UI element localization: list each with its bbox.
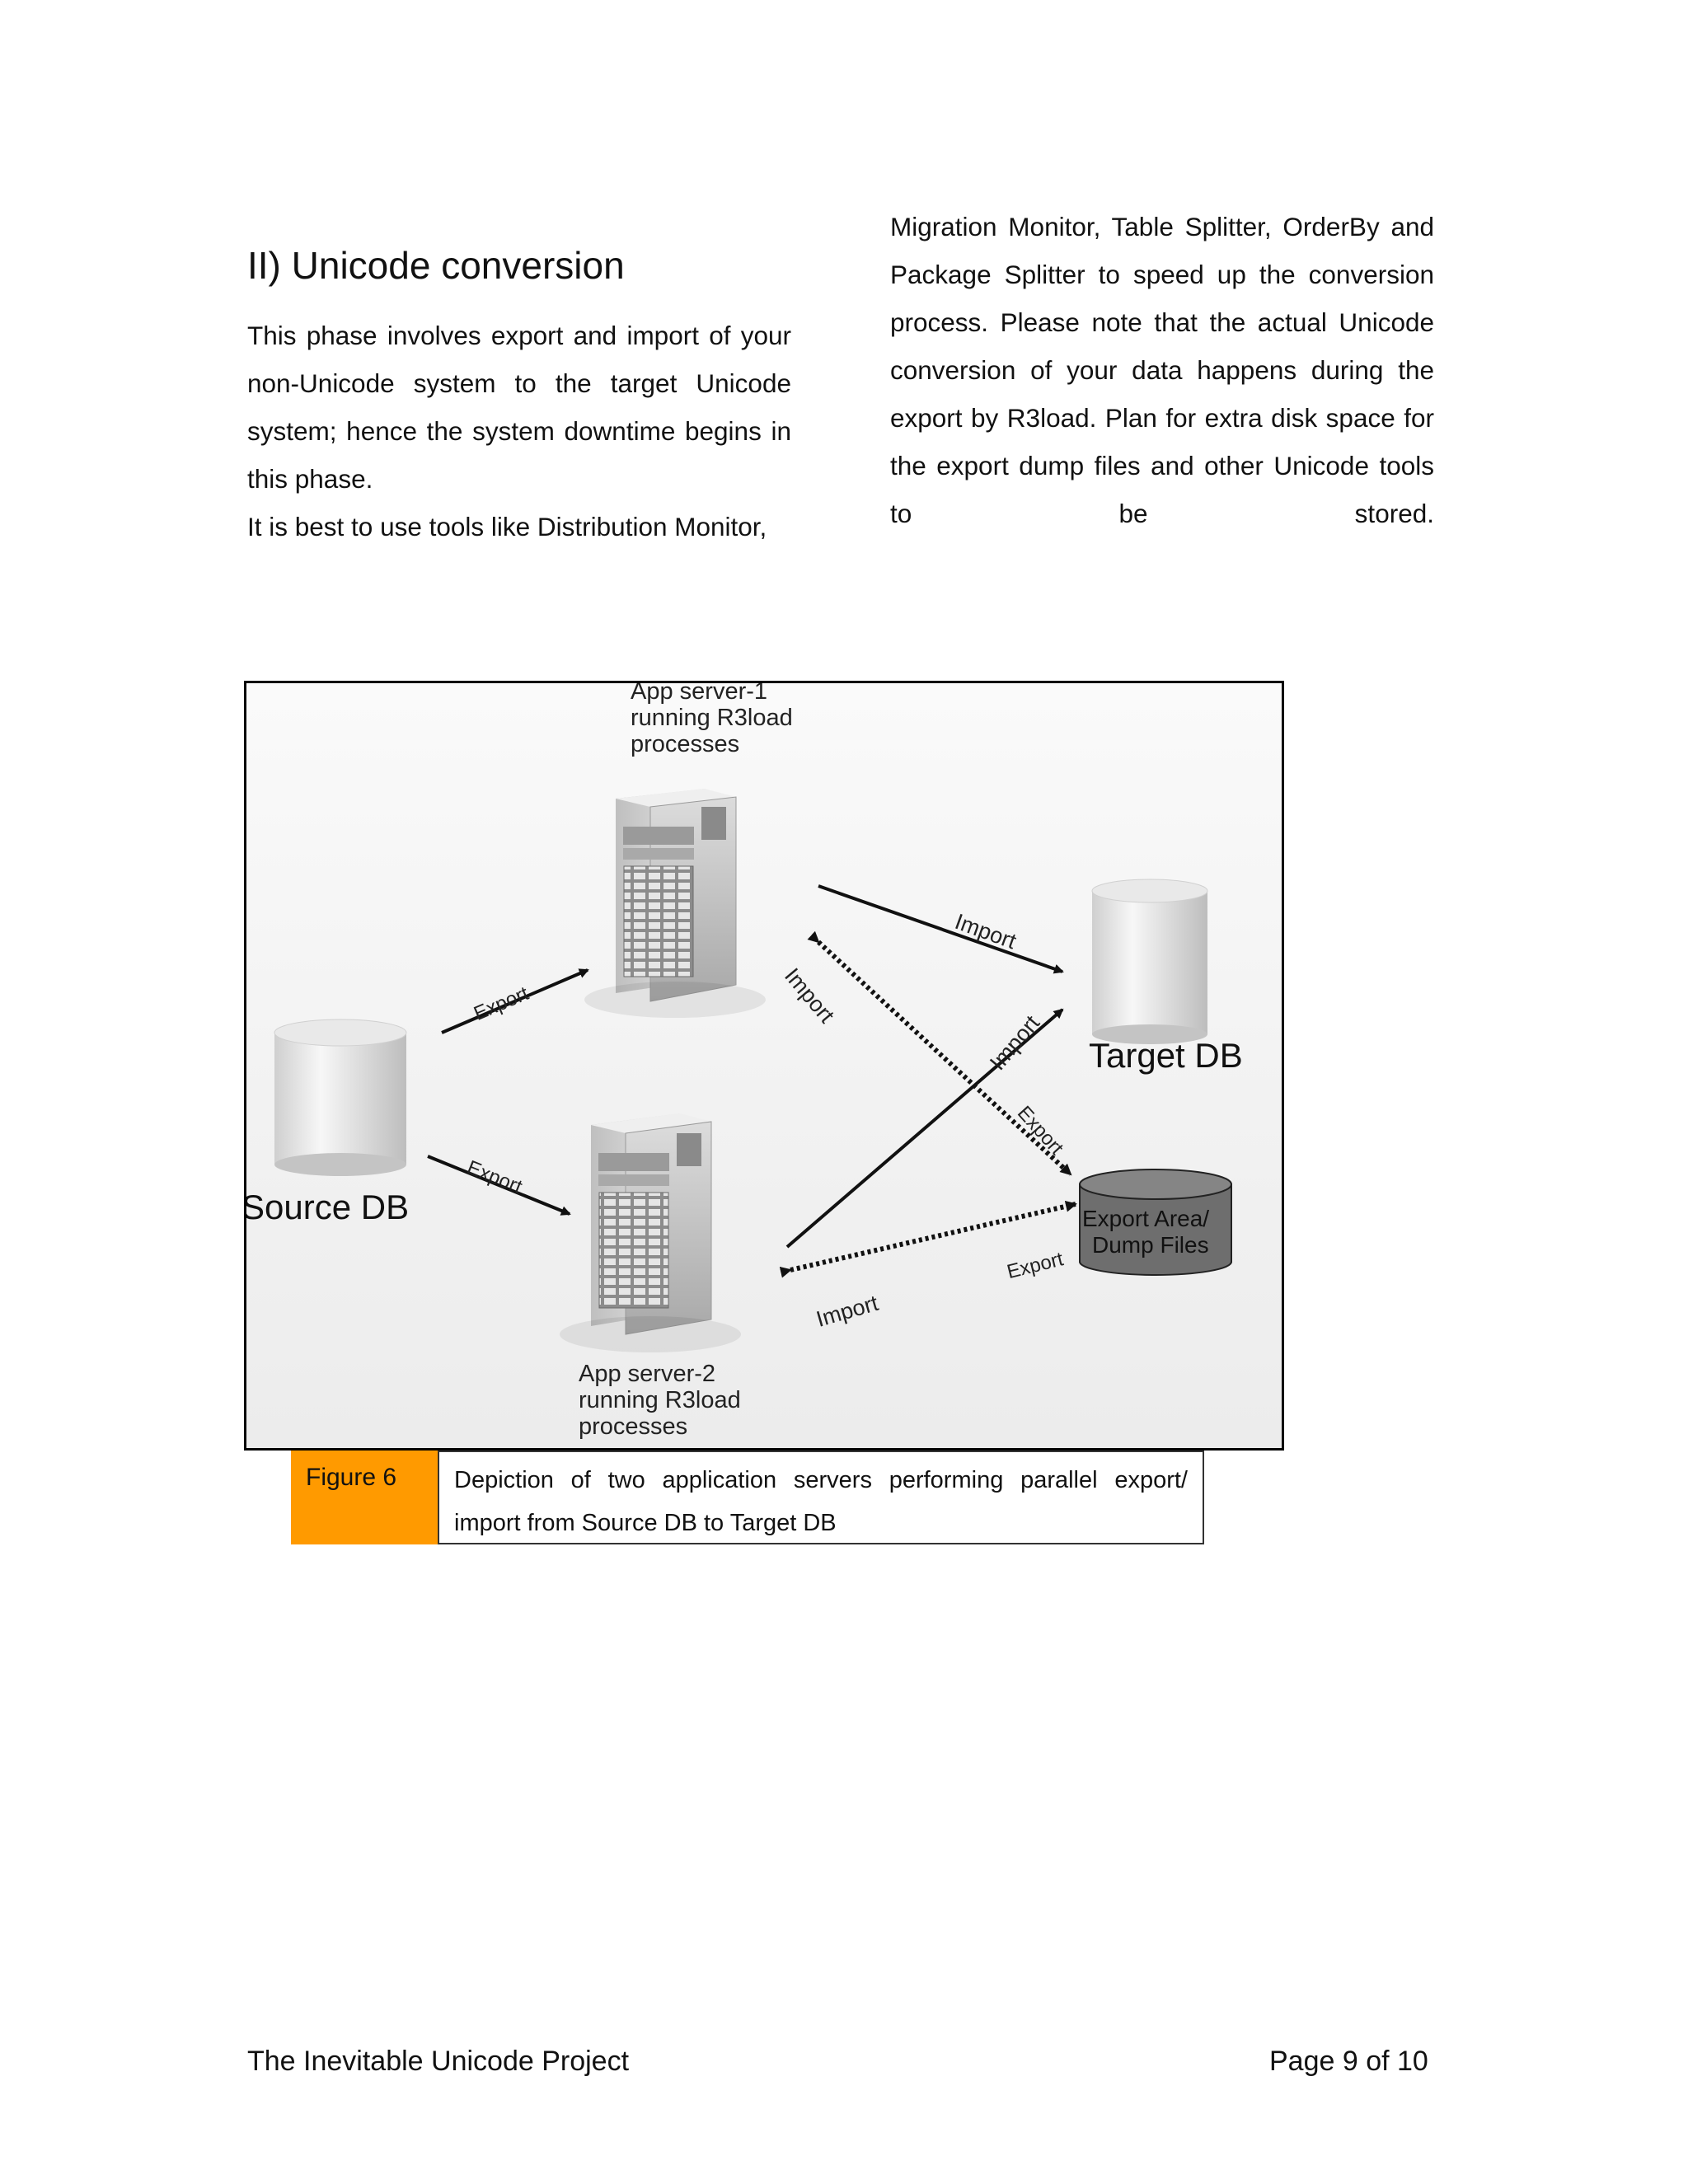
source-db-label: Source DB bbox=[244, 1188, 409, 1227]
app-server-1-tower bbox=[584, 789, 766, 1018]
footer-page-number: Page 9 of 10 bbox=[1269, 2046, 1428, 2078]
target-db-label: Target DB bbox=[1089, 1036, 1243, 1076]
export-area-line-2: Dump Files bbox=[1082, 1232, 1209, 1258]
target-db-cylinder bbox=[1092, 879, 1207, 1044]
caption-line-1: Depiction of two application servers per… bbox=[454, 1459, 1188, 1502]
left-paragraph-2: It is best to use tools like Distributio… bbox=[247, 503, 791, 551]
app-server-2-tower bbox=[560, 1113, 741, 1352]
app-server-1-line-2: running R3load bbox=[631, 705, 793, 731]
app-server-1-line-3: processes bbox=[631, 731, 793, 757]
export-area-line-1: Export Area/ bbox=[1082, 1206, 1209, 1232]
export-area-label: Export Area/ Dump Files bbox=[1082, 1206, 1209, 1258]
section-heading: II) Unicode conversion bbox=[247, 243, 625, 288]
app-server-2-label: App server-2 running R3load processes bbox=[579, 1361, 741, 1440]
figure-caption: Depiction of two application servers per… bbox=[438, 1451, 1204, 1544]
right-paragraph: Migration Monitor, Table Splitter, Order… bbox=[890, 203, 1434, 537]
arrows bbox=[428, 886, 1076, 1270]
caption-line-2: import from Source DB to Target DB bbox=[454, 1510, 837, 1536]
figure-caption-tag: Figure 6 bbox=[291, 1451, 438, 1544]
app-server-1-line-1: App server-1 bbox=[631, 681, 793, 705]
app-server-1-label: App server-1 running R3load processes bbox=[631, 681, 793, 757]
figure-diagram: App server-1 running R3load processes Ap… bbox=[244, 681, 1284, 1451]
footer-title: The Inevitable Unicode Project bbox=[247, 2046, 629, 2078]
right-column: Migration Monitor, Table Splitter, Order… bbox=[890, 203, 1434, 537]
left-column: This phase involves export and import of… bbox=[247, 312, 791, 551]
arrow-server1-import-target bbox=[818, 886, 1062, 972]
app-server-2-line-1: App server-2 bbox=[579, 1361, 741, 1387]
app-server-2-line-3: processes bbox=[579, 1413, 741, 1440]
app-server-2-line-2: running R3load bbox=[579, 1387, 741, 1413]
left-paragraph-1: This phase involves export and import of… bbox=[247, 312, 791, 503]
source-db-cylinder bbox=[274, 1019, 406, 1176]
